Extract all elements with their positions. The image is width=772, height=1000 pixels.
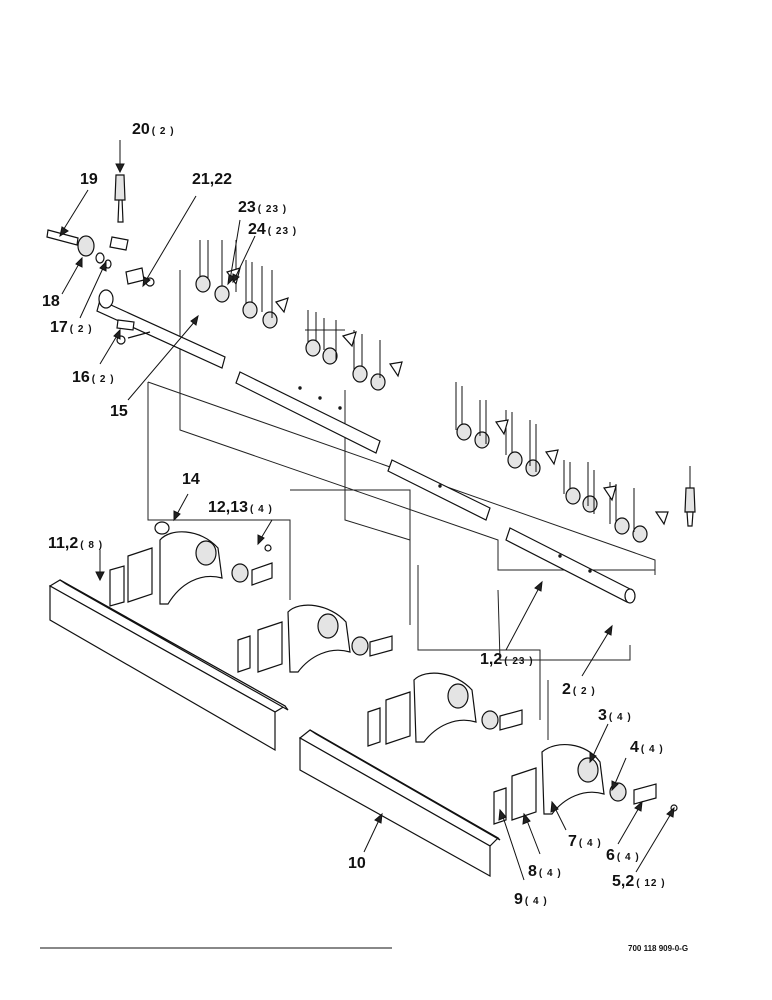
channel-frame-left — [48, 579, 289, 752]
callout-5-2: 5,2( 12 ) — [612, 873, 666, 890]
callout-14: 14 — [182, 471, 200, 488]
callout-15: 15 — [110, 403, 128, 420]
callout-16: 16( 2 ) — [72, 369, 115, 386]
bearing-bracket-assembly-1 — [109, 521, 273, 607]
callout-12-13: 12,13( 4 ) — [208, 499, 273, 516]
callout-2: 2( 2 ) — [562, 681, 596, 698]
right-end-hardware — [684, 466, 696, 527]
callout-3: 3( 4 ) — [598, 707, 632, 724]
callout-1-2: 1,2( 23 ) — [480, 651, 534, 668]
channel-frame-right — [298, 729, 501, 878]
callout-20: 20( 2 ) — [132, 121, 175, 138]
callout-7: 7( 4 ) — [568, 833, 602, 850]
callout-18: 18 — [42, 293, 60, 310]
callout-23: 23( 23 ) — [238, 199, 287, 216]
callout-24: 24( 23 ) — [248, 221, 297, 238]
callout-21-22: 21,22 — [192, 171, 232, 188]
callout-9: 9( 4 ) — [514, 891, 548, 908]
callout-11-2: 11,2( 8 ) — [48, 535, 103, 552]
callout-4: 4( 4 ) — [630, 739, 664, 756]
left-end-hardware — [46, 174, 155, 345]
tine-clamp-group — [226, 267, 669, 526]
phantom-assembly-lines — [147, 270, 656, 740]
callout-labels: 20( 2 ) 19 21,22 23( 23 ) 24( 23 ) 18 17… — [42, 121, 666, 908]
callout-17: 17( 2 ) — [50, 319, 93, 336]
tine-spring-group — [195, 240, 648, 543]
bearing-bracket-assembly-3 — [367, 672, 523, 747]
bearing-bracket-assembly-4 — [493, 744, 678, 825]
tine-tube-shaft — [96, 289, 636, 604]
leader-lines — [61, 140, 673, 881]
leader-arrowheads — [59, 163, 675, 825]
callout-19: 19 — [80, 171, 98, 188]
bearing-bracket-assembly-2 — [237, 604, 393, 673]
document-number: 700 118 909-0-G — [628, 944, 688, 953]
callout-6: 6( 4 ) — [606, 847, 640, 864]
callout-8: 8( 4 ) — [528, 863, 562, 880]
callout-10: 10 — [348, 855, 366, 872]
